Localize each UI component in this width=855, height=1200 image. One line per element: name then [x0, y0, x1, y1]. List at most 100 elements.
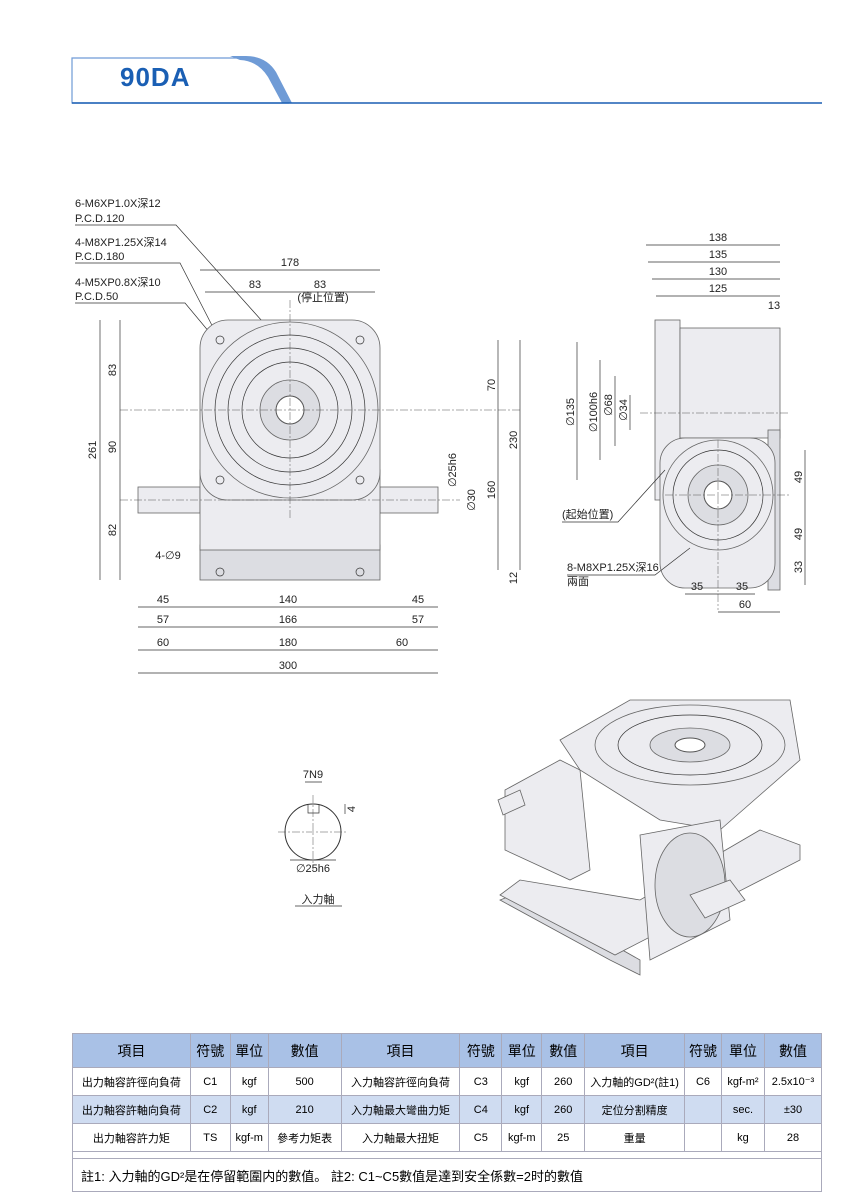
dim-label: 230	[508, 431, 520, 449]
dim-label: 180	[279, 637, 297, 649]
dim-label: 261	[87, 441, 99, 459]
dim-label: 166	[279, 614, 297, 626]
table-cell: 260	[541, 1095, 586, 1124]
table-cell: kgf-m²	[720, 1067, 765, 1096]
column-header: 單位	[501, 1033, 543, 1068]
callout-text: 4-M8XP1.25X深14	[75, 236, 167, 249]
column-header: 數值	[541, 1033, 586, 1068]
table-cell: C4	[459, 1095, 503, 1124]
dim-label: 60	[739, 599, 751, 611]
dim-label: 83	[107, 364, 119, 376]
table-cell: kgf-m	[229, 1123, 269, 1152]
callout-text: 4-M5XP0.8X深10	[75, 276, 161, 289]
side-view	[640, 319, 790, 610]
input-shaft-detail: 7N9 4 ∅25h6 入力軸	[278, 769, 358, 907]
column-header: 項目	[340, 1033, 461, 1068]
table-cell: 500	[267, 1067, 342, 1096]
table-cell: 入力軸最大彎曲力矩	[340, 1095, 461, 1124]
dim-label: 35	[736, 581, 748, 593]
shaft-label: 入力軸	[302, 892, 335, 906]
table-cell: 定位分割精度	[584, 1095, 686, 1124]
dim-label: 60	[396, 637, 408, 649]
callout-text: P.C.D.120	[75, 213, 124, 225]
dim-label: ∅25h6	[447, 453, 459, 487]
table-header-row: 項目 符號 單位 數值 項目 符號 單位 數值 項目 符號 單位 數值	[72, 1033, 823, 1068]
dim-label: 49	[793, 471, 805, 483]
front-view	[120, 300, 520, 581]
dim-label: 178	[281, 257, 299, 269]
dim-label: 140	[279, 594, 297, 606]
dim-label: ∅135	[565, 398, 577, 426]
spec-table: 項目 符號 單位 數值 項目 符號 單位 數值 項目 符號 單位 數值 出力軸容…	[72, 1033, 823, 1192]
table-cell: 入力軸的GD²(註1)	[584, 1067, 686, 1096]
table-cell: 參考力矩表	[267, 1123, 342, 1152]
table-row: 出力軸容許軸向負荷 C2 kgf 210 入力軸最大彎曲力矩 C4 kgf 26…	[72, 1095, 823, 1124]
keyway-label: 7N9	[303, 769, 323, 781]
table-cell: ±30	[763, 1095, 823, 1124]
dim-label: 90	[107, 441, 119, 453]
callout-text: 6-M6XP1.0X深12	[75, 197, 161, 210]
dim-label: 125	[709, 283, 727, 295]
dim-label: 35	[691, 581, 703, 593]
column-header: 符號	[459, 1033, 503, 1068]
table-cell: kg	[720, 1123, 765, 1152]
dim-label: 130	[709, 266, 727, 278]
dim-label: ∅68	[603, 394, 615, 416]
dim-label: 60	[157, 637, 169, 649]
dim-label: 83	[249, 279, 261, 291]
front-view-dimensions: 178 83 83 (停止位置) 261 83 90 82 70 230 160…	[87, 257, 521, 674]
dim-label: 45	[157, 594, 169, 606]
callout-text: P.C.D.50	[75, 291, 118, 303]
table-cell: C5	[459, 1123, 503, 1152]
dim-label: ∅34	[618, 399, 630, 421]
hole-callouts: 6-M6XP1.0X深12 P.C.D.120 4-M8XP1.25X深14 P…	[75, 197, 289, 406]
dim-label: 8-M8XP1.25X深16	[567, 561, 659, 574]
table-cell: kgf	[229, 1067, 269, 1096]
table-cell: kgf	[501, 1067, 543, 1096]
table-cell: C6	[684, 1067, 722, 1096]
spacer-cell	[72, 1151, 822, 1159]
dim-label: 45	[412, 594, 424, 606]
table-cell: 出力軸容許軸向負荷	[72, 1095, 191, 1124]
isometric-product-image	[497, 699, 801, 976]
dim-label: (起始位置)	[562, 507, 613, 521]
column-header: 單位	[720, 1033, 765, 1068]
shaft-diameter-label: ∅25h6	[296, 863, 330, 875]
dim-label: 33	[793, 561, 805, 573]
model-title: 90DA	[120, 62, 191, 92]
table-note-row: 註1: 入力軸的GD²是在停留範圍内的數值。 註2: C1~C5數值是達到安全係…	[72, 1158, 822, 1192]
table-cell: kgf	[229, 1095, 269, 1124]
dim-label: 4-∅9	[155, 550, 180, 562]
dim-label: 57	[157, 614, 169, 626]
callout-text: P.C.D.180	[75, 251, 124, 263]
dim-label: 83	[314, 279, 326, 291]
table-cell: 25	[541, 1123, 586, 1152]
table-cell: C3	[459, 1067, 503, 1096]
table-cell: 260	[541, 1067, 586, 1096]
table-cell	[684, 1123, 722, 1152]
table-row: 出力軸容許力矩 TS kgf-m 參考力矩表 入力軸最大扭矩 C5 kgf-m …	[72, 1123, 823, 1152]
column-header: 項目	[72, 1033, 191, 1068]
column-header: 單位	[229, 1033, 269, 1068]
table-cell: 入力軸容許徑向負荷	[340, 1067, 461, 1096]
dim-label: 57	[412, 614, 424, 626]
column-header: 項目	[584, 1033, 686, 1068]
table-row: 出力軸容許徑向負荷 C1 kgf 500 入力軸容許徑向負荷 C3 kgf 26…	[72, 1067, 823, 1096]
table-cell: 28	[763, 1123, 823, 1152]
dim-label: (停止位置)	[297, 290, 348, 304]
dim-label: 49	[793, 528, 805, 540]
table-spacer	[72, 1151, 822, 1159]
column-header: 符號	[684, 1033, 722, 1068]
table-cell: 入力軸最大扭矩	[340, 1123, 461, 1152]
dim-label: 70	[486, 379, 498, 391]
table-cell: TS	[189, 1123, 231, 1152]
dim-label: 138	[709, 232, 727, 244]
table-cell: 2.5x10⁻³	[763, 1067, 823, 1096]
table-cell: 重量	[584, 1123, 686, 1152]
column-header: 數值	[267, 1033, 342, 1068]
table-cell: kgf-m	[501, 1123, 543, 1152]
table-cell: C2	[189, 1095, 231, 1124]
column-header: 數值	[763, 1033, 823, 1068]
